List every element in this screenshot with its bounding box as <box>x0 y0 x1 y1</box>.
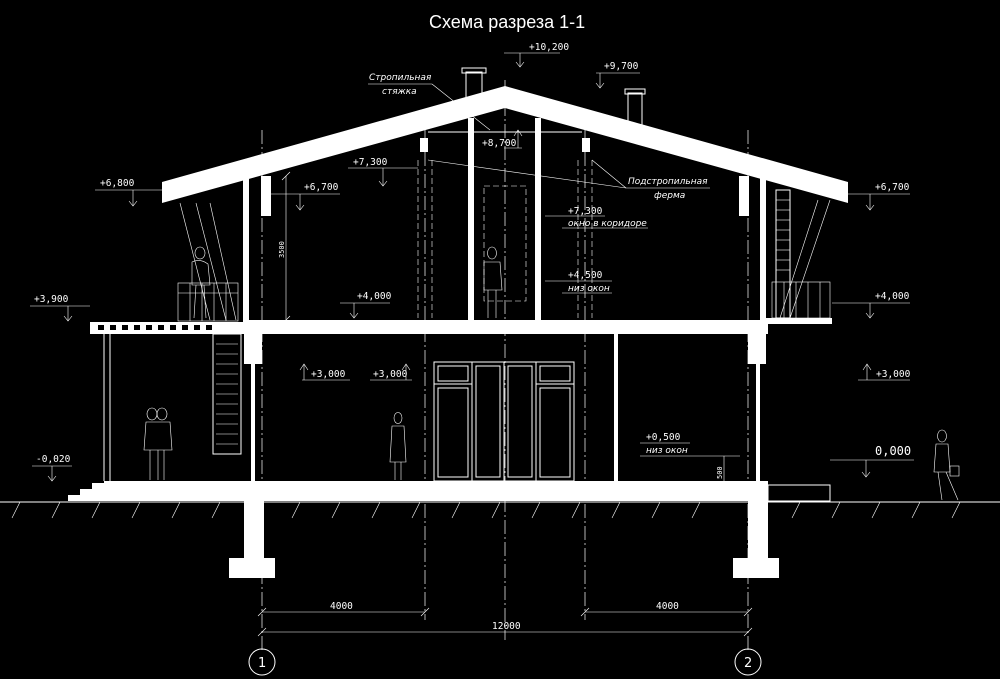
elev-ceiling1-right-label: +3,000 <box>876 369 911 380</box>
ground-floor-slab <box>244 481 768 501</box>
axis-label-1: 1 <box>258 656 266 671</box>
elev-zero: 0,000 <box>830 444 914 478</box>
elev-canopy: +3,900 <box>30 294 90 322</box>
left-wall-lower <box>244 320 262 364</box>
elev-ceiling1-mid-label: +3,000 <box>373 369 408 380</box>
elev-window-bottom-1: +0,500 низ окон 500 <box>640 432 740 481</box>
ground-line <box>0 501 1000 519</box>
elev-ceiling1-right: +3,000 <box>858 363 911 381</box>
elev-floor2-right-label: +4,000 <box>875 291 910 302</box>
elev-window-bottom-2: +4,500 низ окон <box>545 270 612 294</box>
person-walking <box>933 429 960 501</box>
elev-window-bottom-1-label: +0,500 <box>646 432 681 443</box>
note-corridor-window: окно в коридоре <box>568 219 647 229</box>
note-truss-line2: ферма <box>654 191 685 201</box>
dim-height-3500: 3500 <box>278 171 291 325</box>
glazed-doors <box>433 361 575 482</box>
note-window-bottom-2: низ окон <box>568 284 610 294</box>
elev-floor2-left-label: +4,000 <box>357 291 392 302</box>
elev-eave-right: +6,700 <box>848 182 910 211</box>
elev-attic-top: +7,300 <box>348 157 418 187</box>
structure-columns <box>243 118 766 481</box>
left-entry-steps <box>68 481 244 501</box>
axis-bubble-2: 2 <box>734 648 762 676</box>
elev-canopy-label: +3,900 <box>34 294 69 305</box>
note-truss: Подстропильная ферма <box>427 159 710 201</box>
dim-height-3500-label: 3500 <box>278 241 286 258</box>
corridor-window <box>417 160 593 318</box>
left-canopy <box>90 322 244 481</box>
elev-ceiling1-left-label: +3,000 <box>311 369 346 380</box>
elev-corridor-window: +7,300 окно в коридоре <box>545 206 648 229</box>
elev-ceiling1-left: +3,000 <box>299 363 350 381</box>
elev-chimney: +9,700 <box>595 61 640 89</box>
axis-lines <box>261 80 749 650</box>
foundation <box>229 485 779 578</box>
axis-bubble-1: 1 <box>248 648 276 676</box>
elev-rafter-tie: +8,700 <box>482 129 523 149</box>
note-window-bottom-1: низ окон <box>646 446 688 456</box>
elev-attic-top-label: +7,300 <box>353 157 388 168</box>
second-floor-slab <box>244 320 768 334</box>
person-couple-ground <box>143 407 173 480</box>
elev-ground-left-label: -0,020 <box>36 454 71 465</box>
elev-ridge: +10,200 <box>504 42 569 68</box>
person-woman <box>389 412 407 480</box>
elev-eave-left: +6,700 <box>270 182 340 211</box>
chimney-left <box>461 67 487 103</box>
dim-span-right: 4000 <box>656 601 679 612</box>
note-rafter-tie-line1: Стропильная <box>369 73 432 83</box>
right-balcony <box>766 189 832 502</box>
left-balcony-railing <box>177 202 239 322</box>
note-truss-line1: Подстропильная <box>628 177 708 187</box>
axis-label-2: 2 <box>744 656 752 671</box>
roof <box>162 86 848 216</box>
person-couple-balcony <box>191 246 211 319</box>
elev-ceiling1-mid: +3,000 <box>370 363 412 381</box>
elev-eave-right-label: +6,700 <box>875 182 910 193</box>
dim-chain: 4000 4000 12000 <box>257 601 753 637</box>
right-wall-lower <box>748 320 766 364</box>
elev-ridge-label: +10,200 <box>529 42 569 53</box>
elev-window-bottom-2-label: +4,500 <box>568 270 603 281</box>
elev-ground-left: -0,020 <box>32 454 72 482</box>
elev-zero-label: 0,000 <box>875 444 911 458</box>
person-attic <box>483 246 503 318</box>
dim-span-left: 4000 <box>330 601 353 612</box>
elev-corridor-window-label: +7,300 <box>568 206 603 217</box>
elev-eave-left-outer: +6,800 <box>95 178 162 207</box>
elev-floor2-right: +4,000 <box>832 291 910 319</box>
note-rafter-tie-line2: стяжка <box>382 87 417 97</box>
elev-floor2-left: +4,000 <box>340 291 392 319</box>
elev-eave-left-outer-label: +6,800 <box>100 178 135 189</box>
chimney-right <box>624 88 646 126</box>
elev-chimney-label: +9,700 <box>604 61 639 72</box>
drawing-title: Схема разреза 1-1 <box>429 12 585 32</box>
dim-total: 12000 <box>492 621 521 632</box>
left-stair <box>212 333 242 455</box>
dim-500: 500 <box>716 466 724 479</box>
elev-rafter-tie-label: +8,700 <box>482 138 517 149</box>
elev-eave-left-label: +6,700 <box>304 182 339 193</box>
note-rafter-tie: Стропильная стяжка <box>368 73 491 131</box>
